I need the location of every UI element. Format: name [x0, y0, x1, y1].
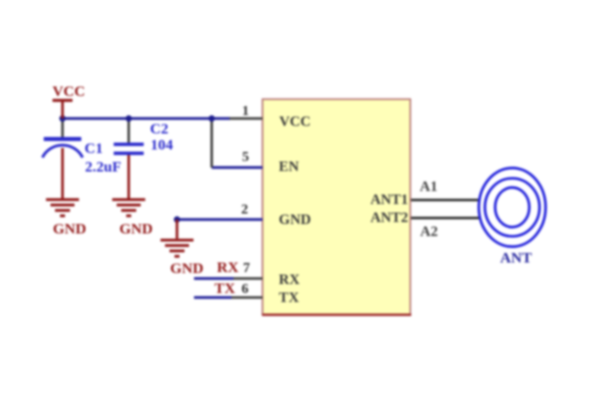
svg-text:5: 5	[242, 150, 249, 165]
svg-text:GND: GND	[119, 222, 153, 238]
svg-text:ANT1: ANT1	[370, 192, 408, 208]
svg-text:1: 1	[242, 104, 249, 119]
svg-text:VCC: VCC	[279, 114, 310, 130]
svg-text:RX: RX	[279, 272, 300, 288]
svg-text:7: 7	[243, 261, 250, 276]
svg-text:TX: TX	[279, 290, 300, 306]
svg-text:2.2uF: 2.2uF	[85, 160, 121, 176]
svg-text:GND: GND	[170, 261, 204, 277]
svg-text:VCC: VCC	[53, 84, 86, 100]
svg-text:104: 104	[151, 137, 174, 153]
svg-text:RX: RX	[217, 260, 239, 276]
svg-text:GND: GND	[53, 222, 87, 238]
svg-text:C1: C1	[85, 141, 103, 157]
svg-text:2: 2	[241, 203, 248, 218]
svg-text:TX: TX	[214, 281, 235, 297]
svg-text:GND: GND	[279, 212, 311, 228]
svg-text:EN: EN	[279, 159, 300, 175]
svg-text:ANT: ANT	[500, 251, 532, 267]
svg-text:A2: A2	[420, 224, 438, 240]
svg-text:A1: A1	[420, 179, 438, 195]
svg-text:C2: C2	[150, 122, 168, 138]
svg-text:ANT2: ANT2	[370, 210, 408, 226]
svg-text:6: 6	[242, 282, 249, 297]
